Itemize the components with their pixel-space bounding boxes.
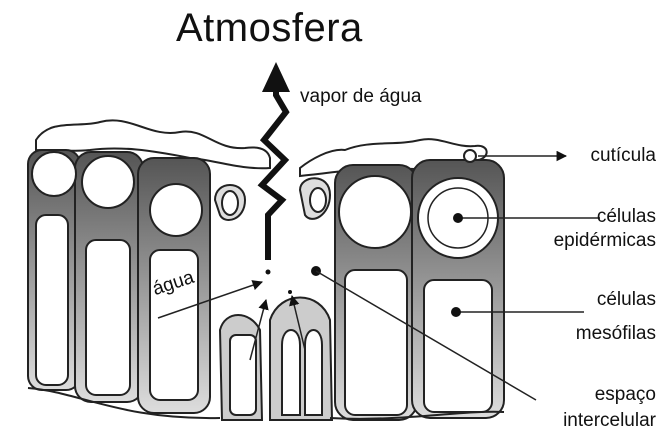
water-vapor-label: vapor de água: [300, 86, 422, 108]
mesophyll-cells-label-line2: mesófilas: [576, 323, 656, 345]
water-dot: [288, 290, 292, 294]
cuticle-label: cutícula: [591, 145, 656, 167]
water-dot: [266, 270, 271, 275]
diagram-title: Atmosfera: [176, 6, 363, 51]
vapor-arrow-head: [262, 62, 290, 92]
mesophyll-cells-label-line1: células: [597, 289, 656, 311]
cuticle-dot: [464, 150, 476, 162]
epidermal-dot: [453, 213, 463, 223]
vapor-arrow: [262, 82, 286, 260]
intercellular-space-label-line2: intercelular: [563, 410, 656, 432]
lower-cells: [220, 298, 332, 421]
epidermal-cells-label-line1: células: [597, 206, 656, 228]
mesophyll-dot: [451, 307, 461, 317]
intercellular-space-label-line1: espaço: [595, 384, 656, 406]
epidermal-cells-label-line2: epidérmicas: [554, 230, 656, 252]
left-cells: [28, 150, 245, 413]
